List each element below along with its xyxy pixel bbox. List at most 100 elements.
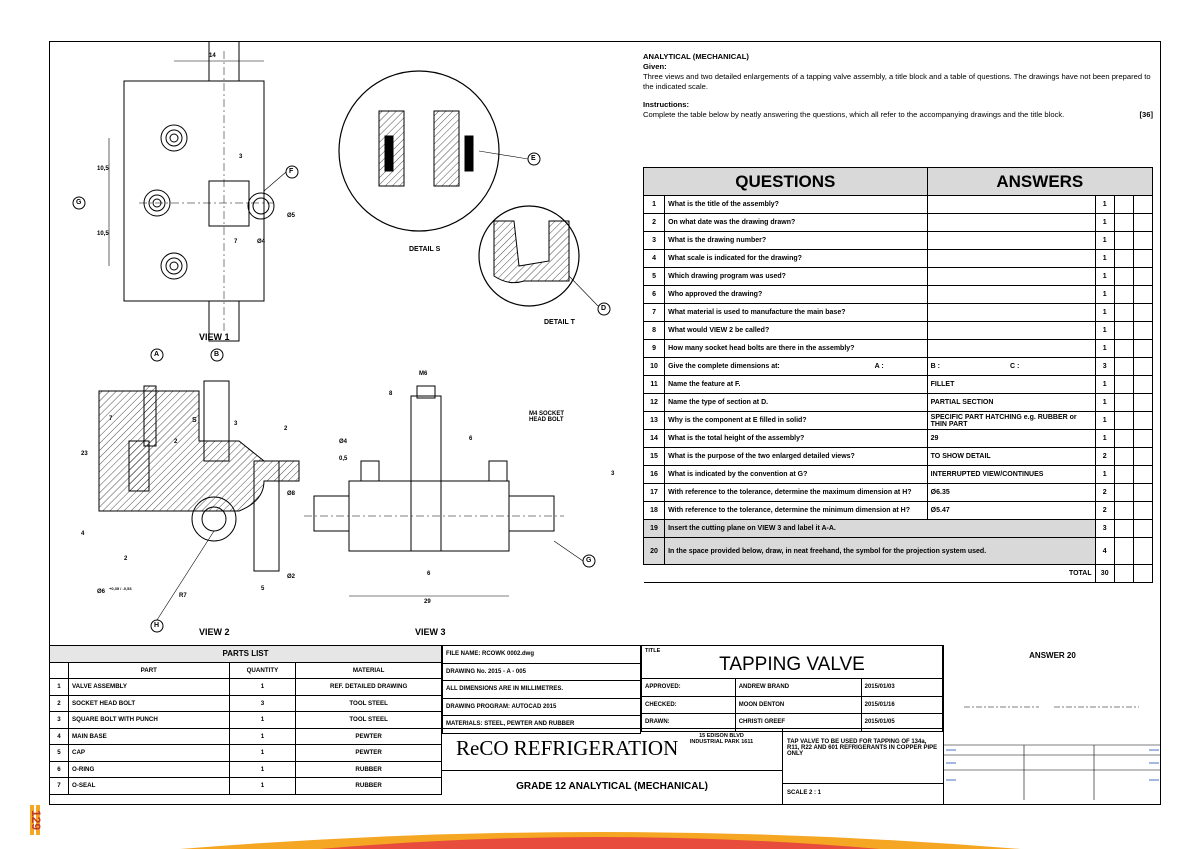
answer-cell: PARTIAL SECTION — [926, 393, 1096, 412]
mark-box — [1113, 564, 1134, 583]
question-marks: 2 — [1094, 447, 1115, 466]
drawn-date: 2015/01/05 — [860, 713, 944, 732]
answer-cell — [926, 213, 1096, 232]
question-number: 18 — [642, 501, 666, 520]
answer-cell — [926, 321, 1096, 340]
part-material: RUBBER — [295, 777, 442, 795]
drawing-number: DRAWING No. 2015 - A - 005 — [442, 662, 641, 681]
mark-box — [1113, 213, 1134, 232]
view1-label: VIEW 1 — [199, 332, 230, 342]
question-marks: 1 — [1094, 231, 1115, 250]
question-number: 17 — [642, 483, 666, 502]
question-text: What is indicated by the convention at G… — [664, 465, 928, 484]
approved-label: APPROVED: — [641, 678, 736, 697]
answer-cell — [926, 249, 1096, 268]
detail-s-drawing — [338, 70, 541, 232]
total-label: TOTAL — [643, 564, 1096, 583]
dim-14: 14 — [209, 53, 216, 59]
callout-socket: M4 SOCKET HEAD BOLT — [529, 411, 565, 423]
question-text: With reference to the tolerance, determi… — [664, 501, 928, 520]
mark-box — [1113, 339, 1134, 358]
mark-box — [1132, 393, 1154, 412]
approved-name: ANDREW BRAND — [734, 678, 862, 697]
mark-box — [1132, 249, 1154, 268]
question-marks: 2 — [1094, 501, 1115, 520]
dim-tolerance: +0,35 / -0,53 — [109, 586, 132, 591]
part-material: TOOL STEEL — [295, 711, 442, 729]
dim-r7: R7 — [179, 593, 187, 599]
mark-box — [1132, 321, 1154, 340]
mark-box — [1132, 357, 1154, 376]
question-text: In the space provided below, draw, in ne… — [664, 537, 1096, 565]
question-text: What would VIEW 2 be called? — [664, 321, 928, 340]
view1-drawing — [72, 41, 299, 342]
detail-s-label: DETAIL S — [409, 246, 441, 253]
part-material: TOOL STEEL — [295, 694, 442, 712]
dim-o4: Ø4 — [257, 239, 266, 245]
part-name: O-SEAL — [68, 777, 230, 795]
question-marks: 1 — [1094, 195, 1115, 214]
dim-m6: M6 — [419, 371, 428, 377]
view3-drawing — [304, 385, 596, 597]
mark-box — [1113, 285, 1134, 304]
question-number: 19 — [642, 519, 666, 538]
question-text: Why is the component at E filled in soli… — [664, 411, 928, 430]
drawing-info: FILE NAME: RCOWK 0002.dwg DRAWING No. 20… — [442, 645, 641, 734]
question-text: On what date was the drawing drawn? — [664, 213, 928, 232]
answer-20-area: ANSWER 20 — [943, 645, 1161, 805]
dim-29: 29 — [424, 599, 431, 605]
question-number: 10 — [642, 357, 666, 376]
company-block: ReCO REFRIGERATION 15 EDISON BLVD INDUST… — [442, 728, 782, 771]
dimension-units: ALL DIMENSIONS ARE IN MILLIMETRES. — [442, 680, 641, 699]
callout-a: A — [154, 351, 160, 358]
answer-cell: FILLET — [926, 375, 1096, 394]
question-number: 20 — [642, 537, 666, 565]
dim-2: 2 — [174, 439, 178, 445]
question-number: 1 — [642, 195, 666, 214]
part-number: 4 — [49, 727, 69, 745]
dim-o5: Ø5 — [287, 213, 296, 219]
answer-bc-cell: B :C : — [926, 357, 1096, 376]
parts-list-title: PARTS LIST — [49, 645, 442, 663]
question-marks: 1 — [1094, 339, 1115, 358]
drawing-title: TAPPING VALVE — [719, 654, 865, 675]
dim-o6: Ø6 — [97, 589, 106, 595]
callout-h: H — [154, 622, 160, 629]
question-marks: 2 — [1094, 483, 1115, 502]
question-number: 9 — [642, 339, 666, 358]
question-marks: 1 — [1094, 393, 1115, 412]
dim-o2: Ø2 — [287, 574, 296, 580]
question-number: 6 — [642, 285, 666, 304]
question-text-row10: Give the complete dimensions at:A : — [664, 357, 928, 376]
part-number: 2 — [49, 694, 69, 712]
question-marks: 3 — [1094, 519, 1115, 538]
approved-date: 2015/01/03 — [860, 678, 944, 697]
mark-box — [1132, 213, 1154, 232]
part-number: 6 — [49, 760, 69, 778]
mark-box — [1132, 267, 1154, 286]
given-text: Three views and two detailed enlargement… — [643, 72, 1151, 91]
callout-s: S — [192, 417, 197, 424]
question-text: Who approved the drawing? — [664, 285, 928, 304]
part-name: SQUARE BOLT WITH PUNCH — [68, 711, 230, 729]
question-text: What scale is indicated for the drawing? — [664, 249, 928, 268]
mark-box — [1132, 195, 1154, 214]
part-name: MAIN BASE — [68, 727, 230, 745]
mark-box — [1132, 483, 1154, 502]
answer-cell — [926, 195, 1096, 214]
question-marks: 1 — [1094, 303, 1115, 322]
question-number: 7 — [642, 303, 666, 322]
grade-label: GRADE 12 ANALYTICAL (MECHANICAL) — [442, 770, 782, 806]
